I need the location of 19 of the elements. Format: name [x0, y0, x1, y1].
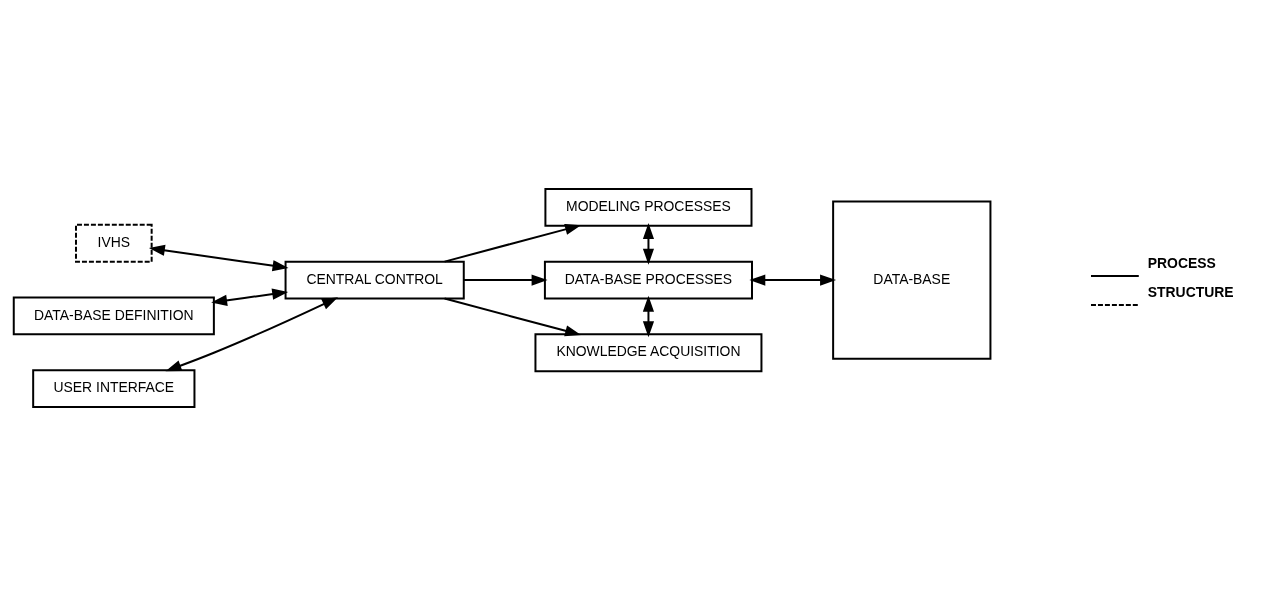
arrow	[165, 297, 339, 372]
node-box: KNOWLEDGE ACQUISITION	[534, 333, 763, 373]
arrow	[443, 297, 582, 337]
node-box: MODELING PROCESSES	[544, 188, 753, 227]
node-box: DATA-BASE DEFINITION	[12, 296, 215, 336]
arrow	[148, 244, 289, 272]
arrow	[211, 288, 289, 306]
arrow	[642, 223, 655, 265]
node-box: DATA-BASE	[832, 200, 992, 360]
arrow	[642, 295, 655, 338]
arrow	[749, 274, 837, 286]
legend-label: STRUCTURE	[1147, 284, 1234, 301]
node-box: DATA-BASE PROCESSES	[543, 260, 753, 300]
node-box: USER INTERFACE	[32, 369, 196, 408]
arrow	[462, 274, 548, 286]
arrow	[443, 223, 582, 263]
node-box: IVHS	[75, 223, 153, 263]
legend-label: PROCESS	[1147, 255, 1216, 272]
node-box: CENTRAL CONTROL	[284, 260, 465, 300]
